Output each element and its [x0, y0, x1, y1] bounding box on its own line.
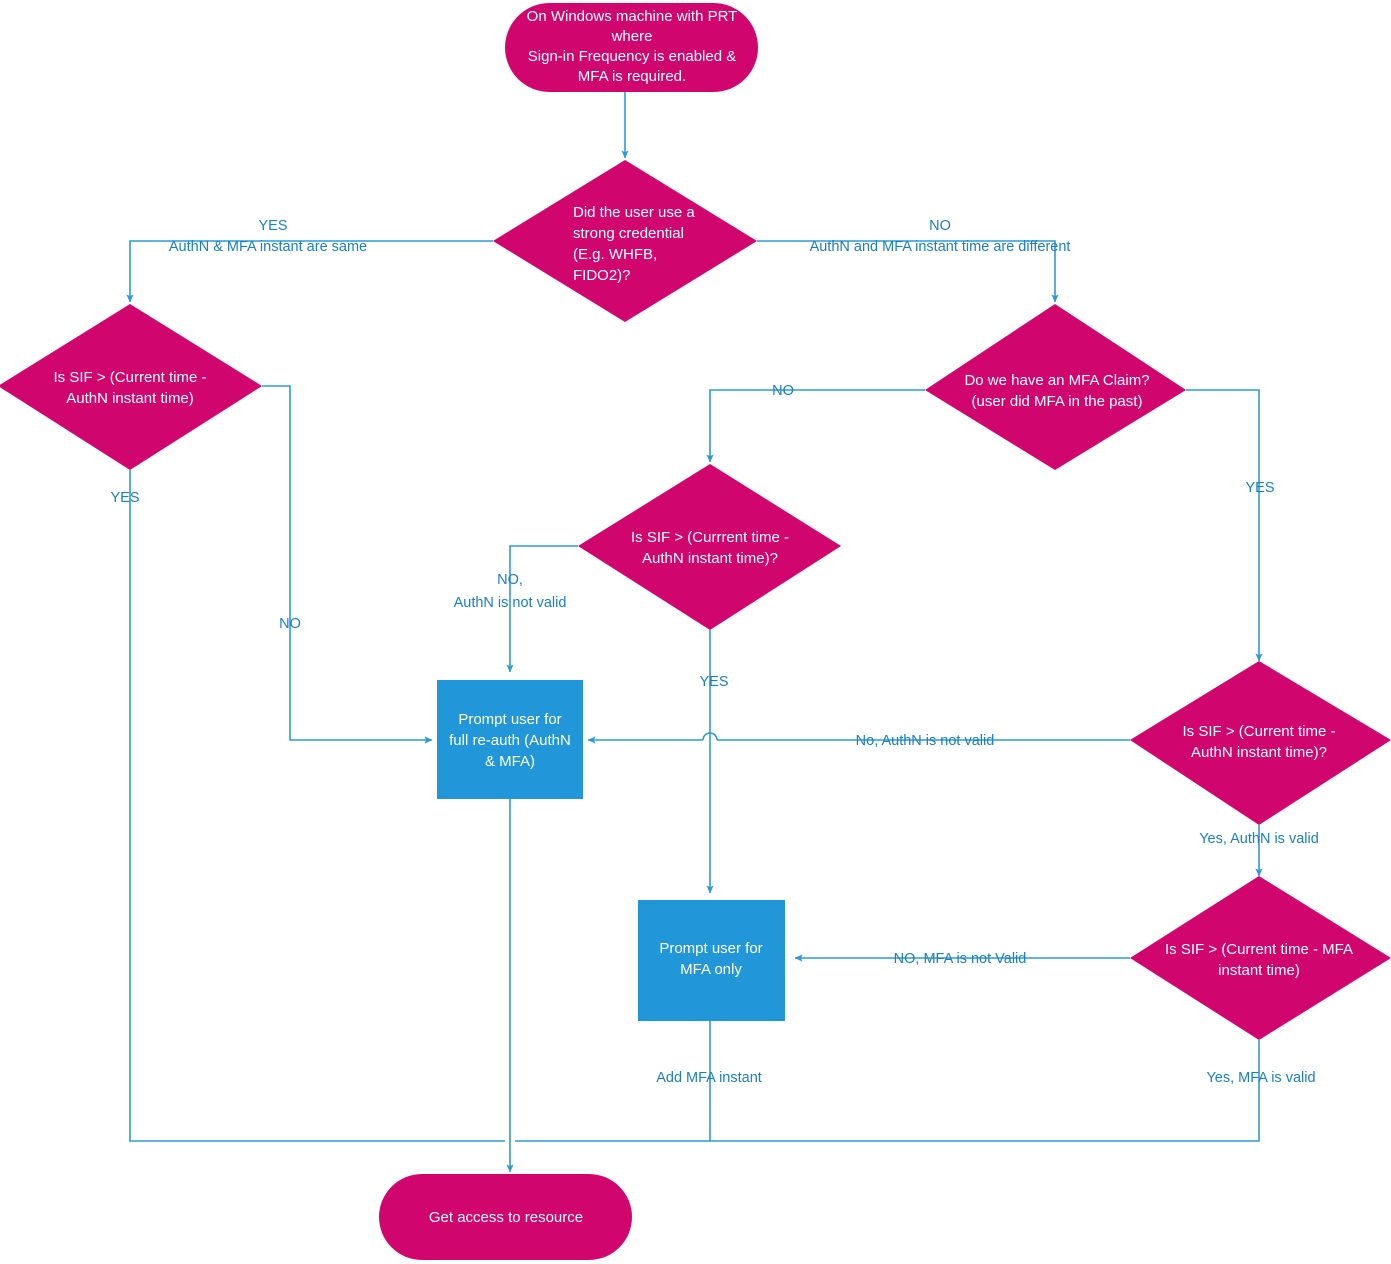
- edge-mfa-claim-no: [706, 389, 925, 463]
- node-mfa-claim[interactable]: Do we have an MFA Claim? (user did MFA i…: [925, 304, 1186, 470]
- edge-label-middle-yes: YES: [699, 674, 728, 690]
- edge-label-right-yes-mfa: Yes, MFA is valid: [1206, 1070, 1315, 1086]
- node-sif-authn-middle[interactable]: Is SIF > (Currrent time - AuthN instant …: [578, 464, 841, 630]
- node-get-access-shape[interactable]: [379, 1174, 632, 1260]
- node-prompt-mfa-only-line-0: Prompt user for: [659, 940, 762, 957]
- node-strong-credential[interactable]: Did the user use a strong credential (E.…: [493, 160, 757, 322]
- node-prompt-mfa-only[interactable]: Prompt user for MFA only: [638, 900, 785, 1021]
- edge-label-no-different-instant-line2: AuthN and MFA instant time are different: [810, 239, 1071, 255]
- node-sif-mfa-right-shape[interactable]: [1130, 876, 1391, 1040]
- edge-label-left-yes: YES: [110, 490, 139, 506]
- node-get-access-line-0: Get access to resource: [429, 1209, 583, 1226]
- node-prompt-full-reauth-shape[interactable]: [437, 680, 583, 799]
- node-prompt-full-reauth[interactable]: Prompt user for full re-auth (AuthN & MF…: [437, 680, 583, 799]
- node-prompt-full-reauth-line-1: full re-auth (AuthN: [449, 732, 571, 749]
- node-strong-credential-line-3: FIDO2)?: [573, 267, 631, 284]
- node-prompt-mfa-only-line-1: MFA only: [680, 961, 742, 978]
- edge-mfa-claim-yes: [1186, 389, 1263, 662]
- edge-right-sif-mfa-yes: [515, 1040, 1260, 1142]
- edge-label-left-no: NO: [279, 616, 301, 632]
- node-prompt-full-reauth-line-0: Prompt user for: [458, 711, 561, 728]
- node-strong-credential-line-0: Did the user use a: [573, 204, 695, 221]
- edge-label-add-mfa-instant: Add MFA instant: [656, 1070, 762, 1086]
- edge-strong-credential-no: [757, 240, 1059, 303]
- node-sif-authn-left-shape[interactable]: [0, 304, 262, 470]
- node-strong-credential-line-1: strong credential: [573, 225, 684, 242]
- node-sif-authn-left-line-0: Is SIF > (Current time -: [54, 369, 207, 386]
- node-start-line-1: where: [611, 28, 653, 45]
- node-start-shape[interactable]: [505, 3, 758, 92]
- edge-label-yes-same-instant-line1: YES: [258, 218, 287, 234]
- node-sif-mfa-right-line-0: Is SIF > (Current time - MFA: [1165, 941, 1353, 958]
- node-sif-authn-right-shape[interactable]: [1130, 661, 1391, 825]
- edge-left-sif-no: [262, 385, 433, 744]
- edge-label-middle-no-line1: NO,: [497, 572, 523, 588]
- edge-label-no-different-instant-line1: NO: [929, 218, 951, 234]
- node-get-access[interactable]: Get access to resource: [379, 1174, 632, 1260]
- edge-labels-layer: YES AuthN & MFA instant are same NO Auth…: [110, 218, 1318, 1086]
- node-start-line-3: MFA is required.: [578, 68, 686, 85]
- node-mfa-claim-shape[interactable]: [925, 304, 1186, 470]
- node-sif-mfa-right-line-1: instant time): [1218, 962, 1300, 979]
- node-strong-credential-shape[interactable]: [493, 160, 757, 322]
- node-mfa-claim-line-1: (user did MFA in the past): [972, 393, 1143, 410]
- edges-layer: [126, 92, 1263, 1173]
- node-mfa-claim-line-0: Do we have an MFA Claim?: [964, 372, 1149, 389]
- node-prompt-full-reauth-line-2: & MFA): [485, 753, 535, 770]
- edge-label-right-yes-authn: Yes, AuthN is valid: [1199, 831, 1319, 847]
- edge-label-claim-no: NO: [772, 383, 794, 399]
- edge-middle-sif-no: [506, 545, 578, 673]
- node-sif-authn-middle-shape[interactable]: [578, 464, 841, 630]
- node-sif-mfa-right[interactable]: Is SIF > (Current time - MFA instant tim…: [1130, 876, 1391, 1040]
- node-strong-credential-line-2: (E.g. WHFB,: [573, 246, 657, 263]
- edge-label-yes-same-instant-line2: AuthN & MFA instant are same: [169, 239, 367, 255]
- edge-label-middle-no-line2: AuthN is not valid: [454, 595, 567, 611]
- node-sif-authn-middle-line-0: Is SIF > (Currrent time -: [631, 529, 789, 546]
- node-prompt-mfa-only-shape[interactable]: [638, 900, 785, 1021]
- node-start-line-2: Sign-in Frequency is enabled &: [528, 48, 736, 65]
- node-sif-authn-left-line-1: AuthN instant time): [66, 390, 194, 407]
- node-sif-authn-middle-line-1: AuthN instant time)?: [642, 550, 778, 567]
- node-sif-authn-right-line-1: AuthN instant time)?: [1191, 744, 1327, 761]
- edge-strong-credential-yes: [126, 240, 493, 303]
- node-sif-authn-right-line-0: Is SIF > (Current time -: [1183, 723, 1336, 740]
- edge-label-right-no-authn: No, AuthN is not valid: [856, 733, 995, 749]
- node-start[interactable]: On Windows machine with PRT where Sign-i…: [505, 3, 758, 92]
- edge-left-sif-yes: [129, 470, 505, 1142]
- edge-label-claim-yes: YES: [1245, 480, 1274, 496]
- edge-label-right-no-mfa: NO, MFA is not Valid: [894, 951, 1027, 967]
- node-start-line-0: On Windows machine with PRT: [527, 8, 738, 25]
- node-sif-authn-right[interactable]: Is SIF > (Current time - AuthN instant t…: [1130, 661, 1391, 825]
- node-sif-authn-left[interactable]: Is SIF > (Current time - AuthN instant t…: [0, 304, 262, 470]
- edge-line-hop: [702, 732, 718, 741]
